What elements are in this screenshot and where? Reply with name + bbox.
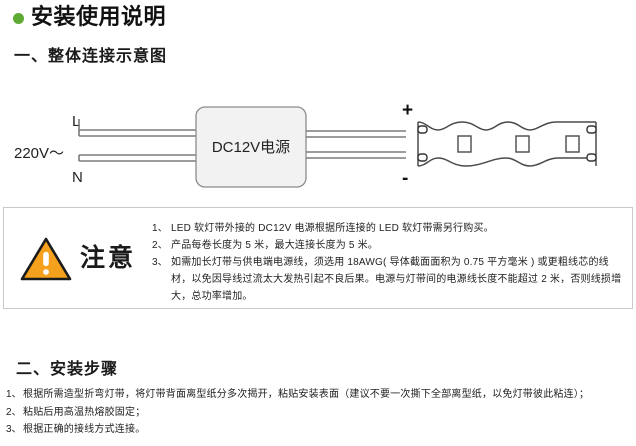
notice-item: 3、 如需加长灯带与供电端电源线，须选用 18AWG( 导体截面面积为 0.75…: [152, 254, 626, 305]
page-title-text: 安装使用说明: [31, 4, 167, 29]
led-chip: [457, 135, 472, 153]
negative-terminal-label: -: [402, 168, 408, 189]
notice-word: 注意: [80, 243, 137, 272]
step-number: 2、: [6, 406, 22, 418]
ac-input-label: 220V～: [14, 145, 64, 162]
step-number: 3、: [6, 424, 22, 435]
strip-pad-negative: [417, 153, 428, 162]
page-title: 安装使用说明: [13, 6, 166, 28]
positive-terminal-label: +: [402, 100, 413, 121]
step-item: 3、 根据正确的接线方式连接。: [6, 421, 632, 439]
notice-item-text: 产品每卷长度为 5 米，最大连接长度为 5 米。: [171, 240, 379, 251]
notice-mark: 注意: [4, 208, 136, 282]
step-item: 2、 粘贴后用高温热熔胶固定；: [6, 404, 632, 422]
notice-item-number: 3、: [152, 257, 168, 268]
notice-item-text: 如需加长灯带与供电端电源线，须选用 18AWG( 导体截面面积为 0.75 平方…: [171, 257, 622, 302]
led-chip: [515, 135, 530, 153]
step-text: 根据所需造型折弯灯带，将灯带背面离型纸分多次揭开，粘贴安装表面（建议不要一次撕下…: [23, 389, 590, 400]
neutral-terminal-label: N: [72, 169, 83, 186]
install-steps-list: 1、 根据所需造型折弯灯带，将灯带背面离型纸分多次揭开，粘贴安装表面（建议不要一…: [6, 386, 632, 439]
step-number: 1、: [6, 389, 22, 400]
strip-pad-positive: [417, 125, 428, 134]
notice-item: 2、 产品每卷长度为 5 米，最大连接长度为 5 米。: [152, 237, 626, 254]
section-heading-one: 一、整体连接示意图: [14, 48, 168, 65]
power-supply-box: [195, 106, 307, 188]
notice-item: 1、 LED 软灯带外接的 DC12V 电源根据所连接的 LED 软灯带需另行购…: [152, 220, 626, 237]
dc-output-wires: [306, 130, 406, 159]
notice-item-number: 2、: [152, 240, 168, 251]
notice-item-number: 1、: [152, 223, 168, 234]
step-item: 1、 根据所需造型折弯灯带，将灯带背面离型纸分多次揭开，粘贴安装表面（建议不要一…: [6, 386, 632, 404]
green-bullet-icon: [13, 13, 24, 24]
notice-item-text: LED 软灯带外接的 DC12V 电源根据所连接的 LED 软灯带需另行购买。: [171, 223, 494, 234]
strip-pad-end-negative: [586, 153, 597, 162]
warning-triangle-icon: [20, 237, 72, 281]
live-wire: [78, 119, 197, 137]
notice-list: 1、 LED 软灯带外接的 DC12V 电源根据所连接的 LED 软灯带需另行购…: [136, 208, 632, 305]
wiring-diagram: 220V～ L N DC12V电源 + -: [0, 96, 636, 200]
step-text: 粘贴后用高温热熔胶固定；: [23, 406, 146, 418]
strip-pad-end-positive: [586, 125, 597, 134]
led-strip: [417, 121, 597, 167]
section-heading-two: 二、安装步骤: [16, 361, 119, 378]
live-terminal-label: L: [72, 113, 80, 130]
neutral-wire: [78, 154, 197, 162]
led-chip: [565, 135, 580, 153]
power-supply-label: DC12V电源: [212, 139, 290, 156]
step-text: 根据正确的接线方式连接。: [23, 424, 146, 435]
notice-box: 注意 1、 LED 软灯带外接的 DC12V 电源根据所连接的 LED 软灯带需…: [3, 207, 633, 309]
